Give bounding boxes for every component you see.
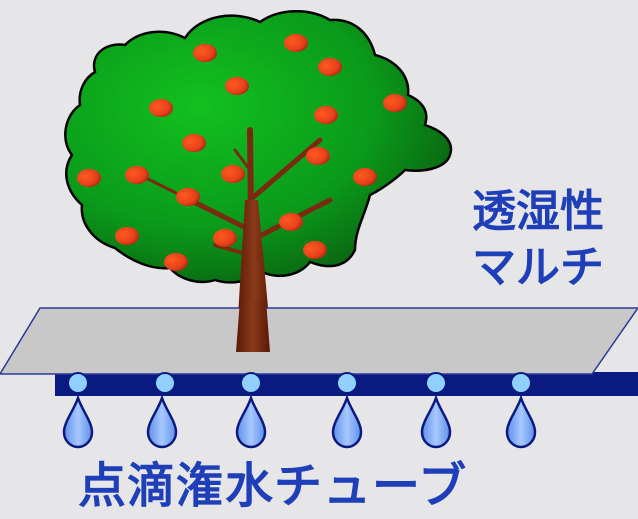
water-drop-icon [331,396,363,449]
mulch-label: 透湿性 マルチ [472,190,604,302]
water-drop-icon [146,396,178,449]
emitter-dot [240,372,262,394]
mulch-label-line2: マルチ [472,242,604,293]
emitter-dot [67,372,89,394]
tree-canopy [64,10,453,284]
emitter-dot [425,372,447,394]
water-drop-icon [505,396,537,449]
tree-trunk-base [236,300,270,352]
tube-label: 点滴潅水チューブ [78,458,468,514]
emitter-dot [154,372,176,394]
water-drop-icon [420,396,452,449]
emitter-dot [510,372,532,394]
water-drops [62,396,537,449]
water-drop-icon [235,396,267,449]
emitters [67,372,532,394]
fruit-cluster [77,34,407,271]
water-drop-icon [62,396,94,449]
mulch-sheet [0,307,638,375]
mulch-label-line1: 透湿性 [472,186,604,237]
emitter-dot [336,372,358,394]
